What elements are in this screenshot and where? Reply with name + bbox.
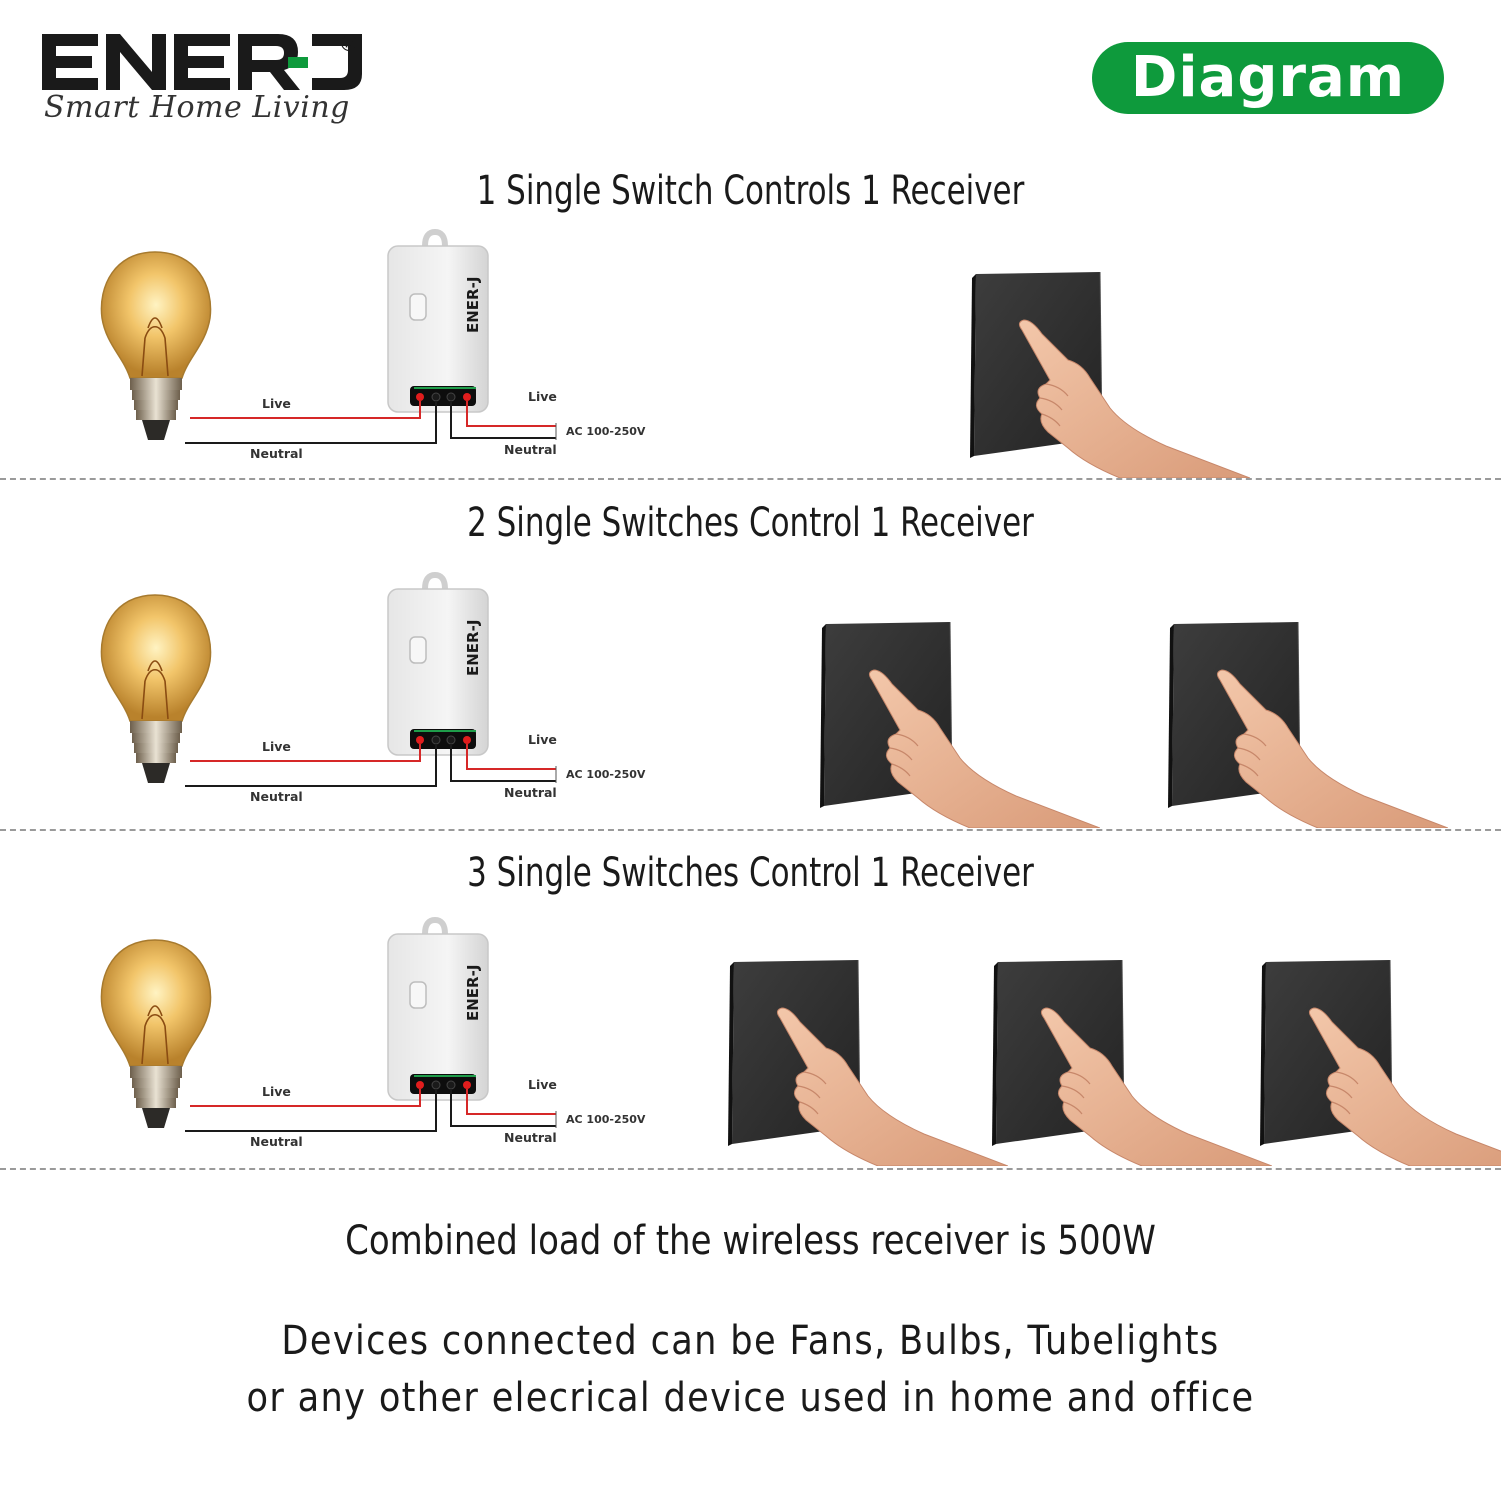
hand-pointer-icon (1308, 1007, 1501, 1167)
wall-switch (1240, 956, 1501, 1167)
light-bulb-icon (100, 594, 212, 783)
load-note: Combined load of the wireless receiver i… (345, 1218, 1156, 1264)
live-label-right: Live (528, 732, 557, 747)
live-label-left: Live (262, 1084, 291, 1099)
wall-switch (708, 956, 1009, 1167)
logo-wordmark (42, 34, 362, 90)
live-label-left: Live (262, 396, 291, 411)
section-divider (0, 1168, 1501, 1170)
wiring-diagram-3: ENER-J Live Neutral Live Neutral AC 100-… (90, 916, 670, 1156)
svg-text:ENER-J: ENER-J (464, 277, 482, 333)
wall-switch (1148, 618, 1449, 829)
section-divider (0, 478, 1501, 480)
devices-line-2: or any other elecrical device used in ho… (246, 1375, 1255, 1421)
wiring-lines (185, 744, 557, 787)
wiring-diagram-1: ENER-J Live Neutral Live Neutral AC 100-… (90, 228, 670, 468)
supply-voltage-label: AC 100-250V (566, 1113, 646, 1126)
supply-voltage-label: AC 100-250V (566, 768, 646, 781)
light-bulb-icon (100, 251, 212, 440)
neutral-label-left: Neutral (250, 446, 303, 461)
receiver-module-icon: ENER-J (387, 228, 489, 413)
wall-switch (950, 268, 1251, 479)
section-divider (0, 829, 1501, 831)
receiver-module-icon: ENER-J (387, 916, 489, 1101)
brand-tagline: Smart Home Living (44, 90, 350, 125)
wiring-lines (185, 401, 557, 444)
neutral-label-right: Neutral (504, 1130, 557, 1145)
neutral-label-right: Neutral (504, 785, 557, 800)
neutral-label-left: Neutral (250, 1134, 303, 1149)
brand-logo: ® Smart Home Living (40, 30, 380, 140)
live-label-left: Live (262, 739, 291, 754)
wall-switch (800, 618, 1101, 829)
section-1-title: 1 Single Switch Controls 1 Receiver (476, 168, 1025, 214)
supply-voltage-label: AC 100-250V (566, 425, 646, 438)
neutral-label-right: Neutral (504, 442, 557, 457)
wiring-lines (185, 1089, 557, 1132)
section-3-title: 3 Single Switches Control 1 Receiver (467, 850, 1034, 896)
diagram-badge: Diagram (1092, 42, 1444, 114)
wiring-diagram-2: ENER-J Live Neutral Live Neutral AC 100-… (90, 571, 670, 811)
neutral-label-left: Neutral (250, 789, 303, 804)
live-label-right: Live (528, 1077, 557, 1092)
wall-switch (972, 956, 1273, 1167)
receiver-module-icon: ENER-J (387, 571, 489, 756)
svg-text:ENER-J: ENER-J (464, 965, 482, 1021)
devices-line-1: Devices connected can be Fans, Bulbs, Tu… (281, 1318, 1220, 1364)
live-label-right: Live (528, 389, 557, 404)
registered-mark: ® (338, 32, 360, 57)
svg-text:ENER-J: ENER-J (464, 620, 482, 676)
light-bulb-icon (100, 939, 212, 1128)
section-2-title: 2 Single Switches Control 1 Receiver (467, 500, 1034, 546)
